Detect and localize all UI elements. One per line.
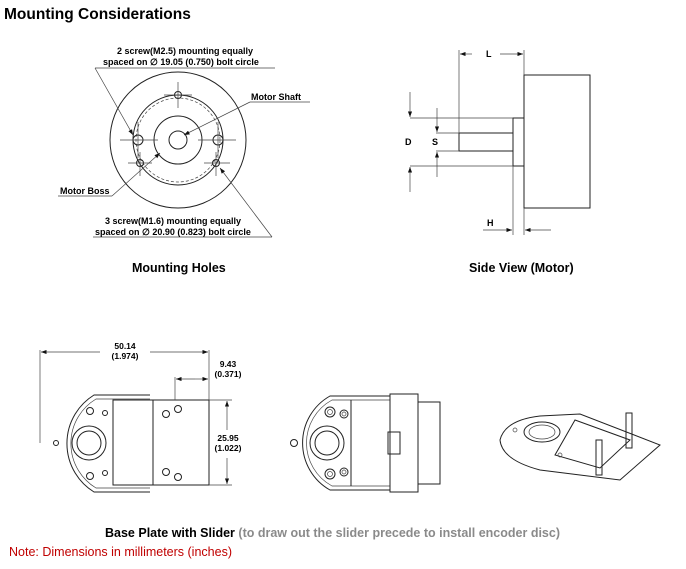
dim-slider-in: (0.371): [214, 369, 242, 379]
dim-slider: 9.43 (0.371): [206, 359, 250, 379]
side-view-drawing: [407, 50, 591, 235]
dim-width: 50.14 (1.974): [103, 341, 147, 361]
dim-width-mm: 50.14: [114, 341, 136, 351]
dim-label-S: S: [432, 137, 439, 147]
motor-shaft-side: [458, 132, 514, 152]
motor-outline: [109, 71, 247, 209]
dim-label-H: H: [487, 218, 494, 228]
base-plate-bottom-view: [290, 393, 441, 493]
callout-2screw-line1: 2 screw(M2.5) mounting equally: [117, 46, 254, 56]
units-note: Note: Dimensions in millimeters (inches): [9, 545, 232, 559]
motor-boss-side: [512, 117, 525, 167]
screw-holes-m25: [120, 122, 236, 158]
dim-slider-mm: 9.43: [219, 359, 237, 369]
caption-side-view: Side View (Motor): [469, 261, 574, 275]
base-plate-top-view: [39, 349, 232, 493]
dim-label-L: L: [486, 49, 492, 59]
dim-width-in: (1.974): [111, 351, 139, 361]
callout-3screw-line1: 3 screw(M1.6) mounting equally: [105, 216, 242, 226]
mounting-holes-drawing: [58, 67, 310, 238]
page-title: Mounting Considerations: [4, 6, 191, 23]
dim-height: 25.95 (1.022): [206, 433, 250, 453]
callout-3screw-line2: spaced on ∅ 20.90 (0.823) bolt circle: [95, 227, 251, 237]
dim-height-in: (1.022): [214, 443, 242, 453]
motor-shaft: [168, 130, 188, 150]
caption-base-plate-main: Base Plate with Slider: [105, 526, 235, 540]
caption-base-plate: Base Plate with Slider (to draw out the …: [105, 526, 560, 540]
base-plate-isometric-view: [499, 412, 661, 481]
screw-holes-m16: [128, 82, 230, 176]
dim-height-mm: 25.95: [217, 433, 239, 443]
callout-motor-shaft: Motor Shaft: [251, 92, 301, 102]
callout-motor-boss: Motor Boss: [60, 186, 110, 196]
motor-boss: [153, 115, 203, 165]
motor-body: [523, 74, 591, 209]
caption-base-plate-secondary: (to draw out the slider precede to insta…: [238, 526, 560, 540]
callout-2screw-line2: spaced on ∅ 19.05 (0.750) bolt circle: [103, 57, 259, 67]
caption-mounting-holes: Mounting Holes: [132, 261, 226, 275]
dim-label-D: D: [405, 137, 412, 147]
